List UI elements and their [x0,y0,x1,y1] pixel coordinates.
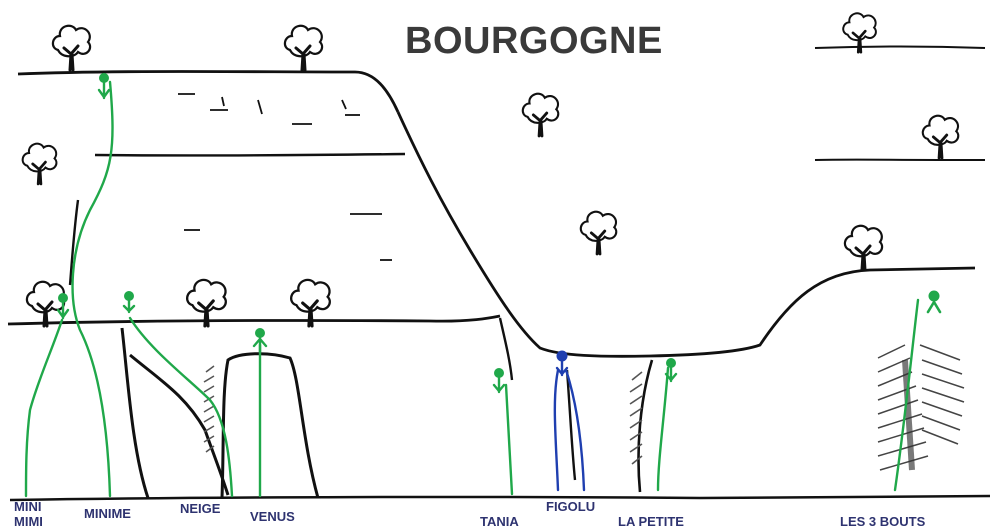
route-label-mimi: MIMI [14,514,43,529]
route-label-venus: VENUS [250,509,295,524]
descent-marker-icon [56,293,70,320]
boulder-neige-crack [129,353,230,496]
route-lines [24,80,920,498]
right-terrace-1 [814,45,986,49]
route-tania [504,383,514,496]
route-neige [128,316,234,498]
route-label-tania: TANIA [480,514,519,529]
descent-marker-icon [97,73,111,100]
tree-icon [921,114,960,160]
block-texture [178,93,392,261]
tree-icon [521,92,560,138]
ledge-line [7,314,501,326]
tree-icon [579,210,618,256]
tree-icon [21,142,58,186]
route-3-bouts [893,298,920,492]
tree-icon [185,278,228,328]
tree-icon [843,224,884,272]
route-label-la-petite: LA PETITE [618,514,684,529]
la-petite-boulder [637,359,654,493]
hatch-3-bouts [877,344,965,471]
route-figolu [553,368,586,492]
ascent-marker-icon [252,328,268,354]
route-label-figolu: FIGOLU [546,499,596,514]
route-mini [24,318,64,498]
tree-icon [289,278,332,328]
ground-line [9,494,991,502]
route-label-minime: MINIME [84,506,131,521]
route-label-neige: NEIGE [180,501,221,516]
descent-marker-icon [555,350,569,377]
route-label-mini: MINI [14,499,42,514]
topo-title: BOURGOGNE [405,20,663,62]
tania-crack [498,317,514,381]
route-markers [56,73,942,394]
route-la-petite [656,366,670,492]
descent-marker-icon [664,358,678,383]
left-crack [68,199,80,286]
block-cliff-edge [396,111,976,358]
ascent-marker-icon [926,290,942,314]
figolu-crack [565,369,577,481]
top-plateau-line [17,70,400,113]
strata-line-1 [94,152,406,157]
tree-icon [25,280,66,328]
hatch-la-petite [629,371,643,465]
tree-icon [283,24,324,72]
descent-marker-icon [122,291,136,314]
venus-boulder [220,352,320,499]
descent-marker-icon [492,368,506,394]
tree-icon [51,24,92,72]
hatch-neige [203,365,215,453]
boulder-minime [120,327,150,499]
route-label-les-3-bouts: LES 3 BOUTS [840,514,926,529]
route-minime [71,80,114,498]
